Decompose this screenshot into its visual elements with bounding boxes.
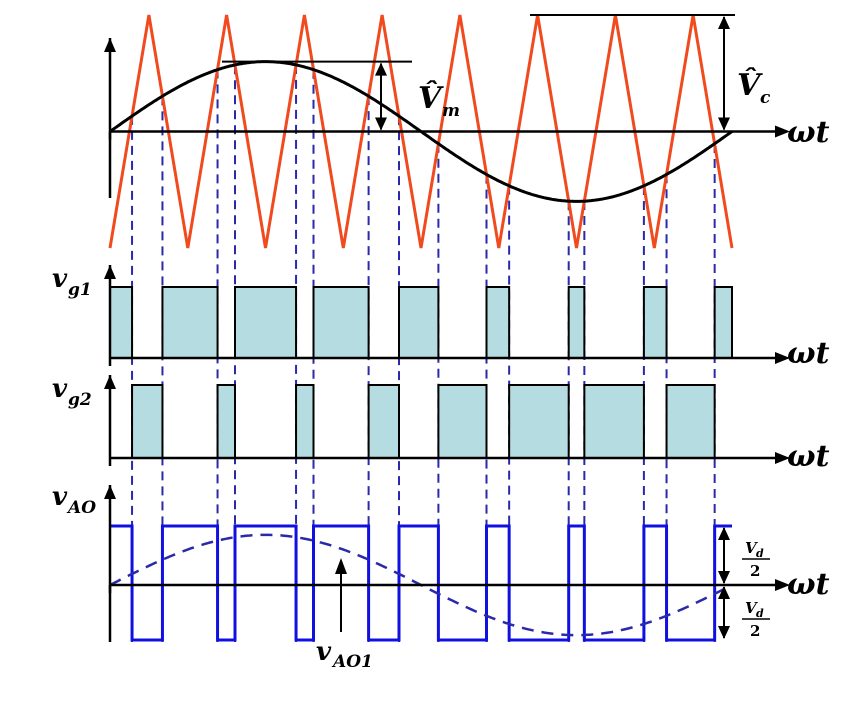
vc-sub-label: c [760, 88, 771, 108]
vao-label: v [52, 482, 68, 512]
vg1-panel-y-arrow [104, 265, 116, 279]
vg1-pulse [312, 286, 370, 359]
vg2-pulse [295, 384, 315, 459]
vg2-label: v [52, 374, 68, 404]
omega-t-label-vg1: ωt [787, 336, 830, 371]
vd-top-den: 2 [750, 562, 760, 580]
vao-panel-y-arrow [104, 485, 116, 499]
vg2-pulse [216, 384, 237, 459]
vd-bot-arrow-down [718, 626, 730, 639]
vg1-panel-x-arrow [775, 352, 790, 364]
vg2-pulse [367, 384, 401, 459]
vao1-label: v [316, 637, 332, 667]
vg2-panel-x-arrow [775, 452, 790, 464]
vc-hat-label: V̂ [737, 68, 763, 103]
vg2-pulse [665, 384, 716, 459]
omega-t-label-carrier: ωt [787, 115, 830, 150]
vao-sub-label: AO [66, 498, 96, 518]
vc-arrow-bottom [718, 117, 730, 131]
vd-top-num-sub: d [756, 547, 764, 560]
vao-output-waveform [110, 524, 732, 642]
omega-t-label-vao: ωt [787, 567, 830, 602]
carrier-panel-y-arrow [104, 38, 116, 52]
vg1-pulse [109, 286, 134, 359]
carrier-triangle-waveform [108, 14, 734, 249]
vao1-sub-label: AO1 [331, 652, 373, 672]
vg1-pulse [161, 286, 219, 359]
vd-top-arrow-down [718, 571, 730, 584]
vm-sub-label: m [442, 101, 460, 121]
vd-bot-arrow-up [718, 586, 730, 599]
vg1-sub-label: g1 [68, 280, 92, 300]
vg1-pulse [642, 286, 668, 359]
vao-panel-x-arrow [775, 579, 790, 591]
vd-top-arrow-up [718, 527, 730, 540]
vg2-pulse [437, 384, 488, 459]
vg1-pulse [713, 286, 734, 359]
vc-arrow-top [718, 16, 730, 29]
vm-arrow-bottom [375, 117, 387, 131]
vg1-pulse [485, 286, 511, 359]
vd-bot-num: V [745, 599, 758, 617]
vg2-sub-label: g2 [68, 390, 92, 410]
vg1-label: v [52, 264, 68, 294]
omega-t-label-vg2: ωt [787, 439, 830, 474]
vg2-pulse [583, 384, 645, 459]
vd-bot-num-sub: d [756, 607, 764, 620]
vao1-pointer-arrow [335, 558, 347, 574]
vg2-panel-y-arrow [104, 375, 116, 389]
vd-bot-den: 2 [750, 622, 760, 640]
vg1-pulse [567, 286, 586, 359]
waveforms-group [104, 14, 790, 642]
vm-hat-label: V̂ [418, 81, 444, 116]
vg2-pulse [131, 384, 164, 459]
vm-arrow-top [375, 62, 387, 76]
vd-top-num: V [745, 539, 758, 557]
vg2-pulse [508, 384, 570, 459]
vg1-pulse [234, 286, 298, 359]
vg1-pulse [398, 286, 440, 359]
carrier-panel-x-arrow [775, 125, 790, 138]
